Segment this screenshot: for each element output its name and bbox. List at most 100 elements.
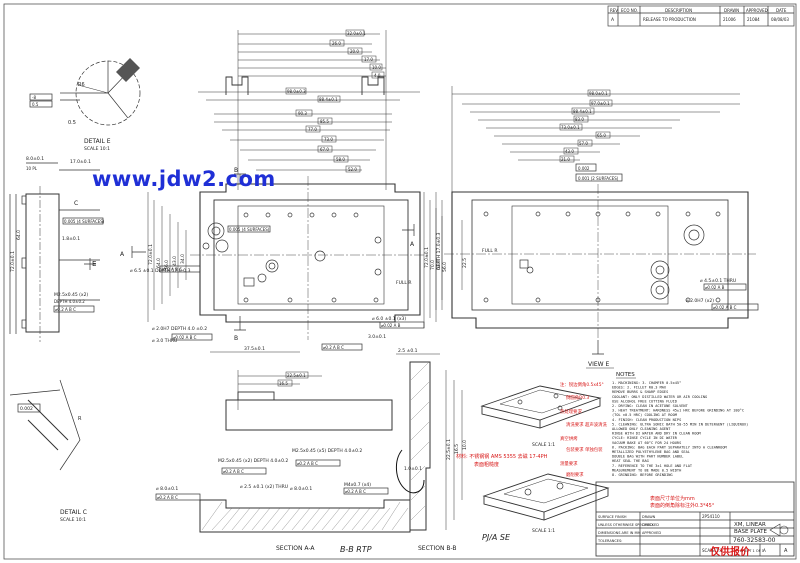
right-vert-3: 56.0 xyxy=(442,262,448,272)
section-top-1: 16.5 xyxy=(279,381,288,386)
svg-text:⌀0.2 A B C: ⌀0.2 A B C xyxy=(345,489,366,494)
right-surfaces-fcf: 0.001 (2 SURFACES) xyxy=(578,176,619,181)
section-hole-4: ⌀ 2.5 ±0.1 (x2) THRU xyxy=(240,484,288,490)
right-vert-4: 22.5 xyxy=(462,258,468,268)
date-header: DATE xyxy=(776,8,787,13)
detail-e-title: DETAIL E xyxy=(84,138,111,145)
width-dim-7: 58.0 xyxy=(336,157,345,162)
note-line: VACUUM BAKE AT 60°C FOR 24 HOURS xyxy=(612,441,681,445)
note-line: USE ALCOHOL FREE CUTTING FLUID xyxy=(612,399,677,403)
right-width-1: 97.0±0.1 xyxy=(591,101,610,106)
tb-row-3: TOLERANCES: xyxy=(597,539,622,543)
section-top-0: 22.5±0.1 xyxy=(287,373,306,378)
svg-text:-8: -8 xyxy=(32,95,36,100)
handwriting-1: B-B RTP xyxy=(340,545,372,554)
eco-header: ECO NO. xyxy=(621,8,638,13)
note-line: 4. FINISH: CLEAN PRODUCTION NIPS xyxy=(612,418,681,422)
detail-c-view: 0.002 R DETAIL C SCALE 10:1 xyxy=(9,379,87,523)
left-height-dim: 72.0±0.1 xyxy=(10,251,16,272)
notes-lines: 1. MACHINING: 3. CHAMFER 0.5x45° EDGES: … xyxy=(612,381,748,477)
svg-text:R6: R6 xyxy=(78,82,85,88)
tb-drawn: DRAWN xyxy=(642,515,656,519)
front-fcf-1: ⌀0.2 A B C xyxy=(161,267,182,272)
red-annotation: 包装要求 单独包装 xyxy=(566,446,603,453)
right-flat-fcf: 0.002 xyxy=(578,166,590,171)
description-header: DESCRIPTION xyxy=(665,8,692,13)
top-dim-3: 17.0 xyxy=(364,57,373,62)
svg-text:64.0: 64.0 xyxy=(156,258,162,268)
right-full-r: FULL R xyxy=(482,248,497,254)
note-line: 8. GRINDING: BEFORE GRINDING xyxy=(612,473,673,477)
right-width-0: 98.0±0.1 xyxy=(589,91,608,96)
left-m25-callout: M2.5x0.45 (x2) xyxy=(54,292,88,298)
tb-scale: SCALE 1:1 xyxy=(702,548,723,553)
note-line: 6. PACKING: BAG EACH PART SEPARATELY INT… xyxy=(612,445,728,449)
right-fcf-1: ⌀0.02 A B xyxy=(705,285,725,290)
width-dim-5: 73.0 xyxy=(324,137,333,142)
right-vert-1: 70.0 xyxy=(430,260,436,270)
sec-b-bottom: 1.0±0.1 xyxy=(404,466,422,472)
iso-scale-2: SCALE 1:1 xyxy=(532,528,555,534)
note-line: (TOL ±0.5 HRC) COOLING AT ROOM xyxy=(612,413,678,417)
sec-b-top: 2.5 ±0.1 xyxy=(398,348,418,354)
right-vert-0: 72.0±0.1 xyxy=(424,247,430,268)
svg-text:10 PL: 10 PL xyxy=(26,166,38,171)
note-line: 5. CLEANING: ULTRA SONIC BATH 50-55 MIN … xyxy=(612,422,748,426)
svg-text:B: B xyxy=(234,335,238,342)
note-line: METALLIZED POLYETHYLENE BAG AND SEAL xyxy=(612,450,690,454)
top-dim-0: 32.0±0.1 xyxy=(347,31,366,36)
top-dim-2: 20.0 xyxy=(350,49,359,54)
svg-text:0.002: 0.002 xyxy=(20,406,33,412)
note-line: DOUBLE BAG WITH PART NUMBER LABEL xyxy=(612,455,683,459)
svg-text:⌀0.2 A B C: ⌀0.2 A B C xyxy=(157,495,178,500)
section-b-view: 2.5 ±0.1 1.0±0.1 22.5±0.1 16.5 10.0 SECT… xyxy=(396,348,468,552)
front-fcf-2: ⌀0.02 A B C xyxy=(173,335,197,340)
svg-text:0.5: 0.5 xyxy=(32,102,39,107)
svg-text:43.0: 43.0 xyxy=(172,256,178,266)
note-line: 3. HEAT TREATMENT: HARDNESS 45±1 HRC BEF… xyxy=(612,409,744,413)
rev-header: REV xyxy=(610,8,618,13)
left-height-dim-2: 64.0 xyxy=(16,230,22,240)
right-width-8: 21.0 xyxy=(561,157,570,162)
rev-description: RELEASE TO PRODUCTION xyxy=(643,17,696,22)
red-annotation: 注：锐边倒角0.5x45° xyxy=(560,381,604,388)
front-bottom-dim: 37.5±0.1 xyxy=(244,346,265,352)
section-a-view: 22.5±0.1 16.5 M2.5x0.45 (x5) DEPTH 4.0±0… xyxy=(155,370,411,552)
svg-text:3.0±0.1: 3.0±0.1 xyxy=(368,334,386,340)
right-fcf-2: ⌀0.02 A B C xyxy=(713,305,737,310)
svg-text:B: B xyxy=(234,167,238,174)
material-note: 材料: 不锈钢钢 AMS 5355 去磁 17-4PH xyxy=(456,453,548,460)
width-dim-3: 85.5 xyxy=(320,119,329,124)
section-bottom-2: ⌀ 8.0±0.1 xyxy=(290,486,312,492)
front-fcf-4: ⌀0.2 A B C xyxy=(323,345,344,350)
tb-title-1: XM, LINEAR xyxy=(734,522,766,528)
svg-text:16.5: 16.5 xyxy=(454,444,460,454)
front-full-r: FULL R xyxy=(396,280,411,286)
svg-text:72.0±0.1: 72.0±0.1 xyxy=(148,244,154,265)
section-hole-2: M2.5x0.45 (x2) DEPTH 4.0±0.2 xyxy=(218,458,288,464)
red-annotation: 磨削要求 xyxy=(566,471,584,478)
title-block: SURFACE FINISH UNLESS OTHERWISE SPECIFIE… xyxy=(595,481,795,557)
depth-right-dim: DEPTH 17.0±0.3 xyxy=(436,232,442,270)
tb-row-0: SURFACE FINISH xyxy=(598,515,627,519)
isometric-views: SCALE 1:1 SCALE 1:1 VIEW E xyxy=(480,361,614,534)
right-width-3: 83.0 xyxy=(575,117,584,122)
note-line: ALLOWED ONLY CLEANING AGENT xyxy=(612,427,671,431)
note-line: REMOVE BURRS & SHARP EDGES xyxy=(612,390,668,394)
rev-approved: 21084 xyxy=(747,17,760,22)
svg-text:R: R xyxy=(78,416,82,422)
rev-value: A xyxy=(611,17,615,23)
right-view: 98.0±0.1 97.0±0.1 88.4±0.1 83.0 73.0±0.1… xyxy=(423,86,759,355)
section-hole-1: M2.5x0.45 (x5) DEPTH 4.0±0.2 xyxy=(292,448,362,454)
svg-text:22.5±0.1: 22.5±0.1 xyxy=(446,439,452,460)
right-hole-b: ⌀ 2.0H7 (x2) xyxy=(686,298,714,304)
red-annotation: 清洗要求 超声波清洗 xyxy=(566,421,608,428)
notes-title: NOTES xyxy=(616,372,635,378)
section-a-title: SECTION A-A xyxy=(276,545,315,552)
iso-scale-1: SCALE 1:1 xyxy=(532,442,555,448)
tb-title-2: BASE PLATE xyxy=(734,529,767,535)
note-line: EDGES: 2. FILLET R0.3 MAX xyxy=(612,386,667,390)
top-dim-1: 26.0 xyxy=(332,41,341,46)
